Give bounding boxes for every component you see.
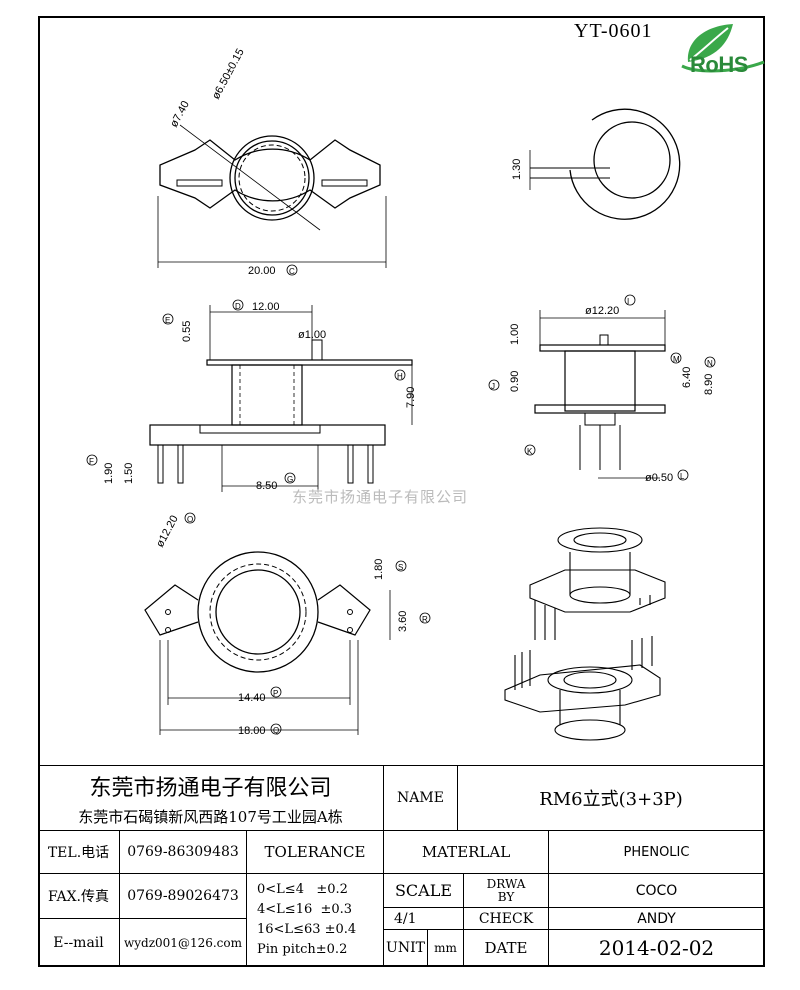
date-label: DATE <box>464 930 549 967</box>
fax-label: FAX.传真 <box>38 874 120 919</box>
top-right-view <box>529 108 681 220</box>
unit-label: UNIT <box>384 930 428 967</box>
tolerance-row: 4<L≤16 ±0.3 <box>257 902 353 917</box>
tolerance-table: 0<L≤4 ±0.2 4<L≤16 ±0.3 16<L≤63 ±0.4 Pin … <box>247 874 384 967</box>
dim-q: 18.00 <box>238 725 266 737</box>
tag-m: M <box>673 355 680 364</box>
tolerance-row: Pin pitch±0.2 <box>257 942 348 957</box>
bottom-view-labels: ø12.20 O 1.80 S 3.60 R 14.40 P 18.00 Q <box>154 512 431 737</box>
front-view <box>534 310 666 479</box>
email-label: E--mail <box>38 919 120 967</box>
front-view-labels: ø12.20 I 1.00 0.90 J 6.40 M 8.90 N K ø0.… <box>488 294 716 484</box>
tag-n: N <box>707 359 713 368</box>
scale-label: SCALE <box>384 874 464 908</box>
tag-i: I <box>627 297 629 306</box>
tag-h: H <box>397 372 403 381</box>
dim-top: 1.00 <box>509 324 521 345</box>
dim-e: 0.55 <box>181 321 193 342</box>
drawn-by-value: COCO <box>549 874 765 908</box>
dim-f: 1.90 <box>103 463 115 484</box>
tolerance-row: 16<L≤63 ±0.4 <box>257 922 357 937</box>
isometric-view-top <box>529 527 666 640</box>
tag-s: S <box>398 563 403 572</box>
tag-l: L <box>680 472 685 481</box>
drawn-label-line: DRWA <box>486 876 526 891</box>
technical-drawing: ø6.50±0.15 ø7.40 20.00 C 1.30 D <box>86 47 716 741</box>
name-label: NAME <box>384 765 458 831</box>
dim-i: ø12.20 <box>585 305 619 317</box>
date-value: 2014-02-02 <box>549 930 765 967</box>
side-view <box>149 305 413 492</box>
dim-a: ø6.50±0.15 <box>210 47 247 102</box>
tag-k: K <box>527 447 533 456</box>
dim-n: 8.90 <box>703 374 715 395</box>
dim-m: 6.40 <box>681 367 693 388</box>
dim-o: ø12.20 <box>154 514 181 550</box>
tag-q: Q <box>273 726 279 735</box>
tag-c: C <box>289 267 295 276</box>
dim-p: 1.50 <box>123 463 135 484</box>
tolerance-label: TOLERANCE <box>247 831 384 874</box>
check-label: CHECK <box>464 908 549 930</box>
dim-c: 20.00 <box>248 265 276 277</box>
name-value: RM6立式(3+3P) <box>458 765 765 831</box>
tel-label: TEL.电话 <box>38 831 120 874</box>
dim-top-right: 1.30 <box>511 159 523 180</box>
side-view-labels: D 12.00 E 0.55 ø1.00 H 7.90 8.50 G F 1.9… <box>86 299 417 492</box>
company-block: 东莞市扬通电子有限公司 东莞市石碣镇新风西路107号工业园A栋 <box>38 765 384 831</box>
tag-d: D <box>235 302 241 311</box>
dim-d: 12.00 <box>252 301 280 313</box>
tag-o: O <box>187 515 193 524</box>
tel-value: 0769-86309483 <box>120 831 247 874</box>
drawn-by-label: DRWA BY <box>464 874 549 908</box>
bottom-view <box>144 551 391 735</box>
tag-j: J <box>491 382 495 391</box>
tag-e: E <box>165 316 170 325</box>
fax-value: 0769-89026473 <box>120 874 247 919</box>
company-name: 东莞市扬通电子有限公司 <box>89 775 332 801</box>
watermark: 东莞市扬通电子有限公司 <box>292 488 469 506</box>
dim-g: 8.50 <box>256 480 277 492</box>
company-address: 东莞市石碣镇新风西路107号工业园A栋 <box>78 807 343 826</box>
dim-s: 1.80 <box>373 559 385 580</box>
tag-r: R <box>422 615 428 624</box>
check-value: ANDY <box>549 908 765 930</box>
top-view <box>157 124 387 268</box>
drawing-code: YT-0601 <box>574 20 653 42</box>
tolerance-row: 0<L≤4 ±0.2 <box>257 882 348 897</box>
isometric-view-bottom <box>504 636 661 741</box>
tag-p: P <box>273 689 278 698</box>
tag-f: F <box>89 457 94 466</box>
dim-j: 0.90 <box>509 371 521 392</box>
unit-value: mm <box>428 930 464 967</box>
dim-r: 3.60 <box>397 611 409 632</box>
dim-p2: 14.40 <box>238 692 266 704</box>
dim-l: ø0.50 <box>645 472 673 484</box>
rohs-leaf-icon <box>681 24 765 73</box>
scale-value: 4/1 <box>384 908 464 930</box>
material-label: MATERLAL <box>384 831 549 874</box>
dim-b: ø7.40 <box>168 99 192 129</box>
material-value: PHENOLIC <box>549 831 765 874</box>
tag-g: G <box>287 475 293 484</box>
rohs-logo: RoHS <box>678 22 768 80</box>
dim-pin: ø1.00 <box>298 329 326 341</box>
rohs-text: RoHS <box>690 52 748 77</box>
email-value: wydz001@126.com <box>120 919 247 967</box>
drawn-label-line: BY <box>497 889 515 904</box>
dim-h: 7.90 <box>405 387 417 408</box>
title-block: 东莞市扬通电子有限公司 东莞市石碣镇新风西路107号工业园A栋 NAME RM6… <box>38 765 765 967</box>
